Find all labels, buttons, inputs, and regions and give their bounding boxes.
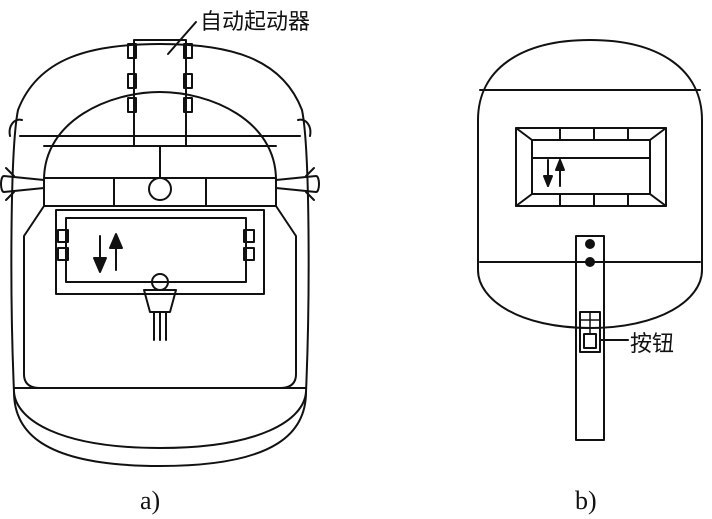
auto-starter-label: 自动起动器 xyxy=(200,10,311,35)
button-label: 按钮 xyxy=(630,332,675,357)
helmet-a-band-knob xyxy=(148,177,172,201)
auto-starter-box xyxy=(133,39,187,147)
helmet-b xyxy=(477,39,703,441)
helmet-a-bib xyxy=(13,391,307,467)
helmet-a-left-clip xyxy=(8,118,23,137)
helmet-a-band xyxy=(43,177,277,207)
helmet-a-lens-frame xyxy=(55,209,265,295)
caption-b: b) xyxy=(575,486,597,515)
helmet-a-light-arrows xyxy=(93,233,123,273)
helmet-b-window-outer xyxy=(515,127,667,207)
helmet-a-right-clip xyxy=(297,118,312,137)
helmet-a-outer-shell xyxy=(10,43,310,449)
helmet-a-face xyxy=(23,91,297,389)
helmet-b-handle xyxy=(575,235,605,441)
auto-starter-leader xyxy=(167,21,197,55)
helmet-a-lens xyxy=(65,217,247,283)
helmet-a-left-hinge xyxy=(0,167,45,201)
helmet-b-shield xyxy=(477,39,703,329)
caption-a: a) xyxy=(140,486,161,515)
helmet-b-window-inner xyxy=(531,139,651,195)
helmet-b-light-arrows xyxy=(543,159,565,187)
helmet-a xyxy=(0,21,320,467)
helmet-a-right-hinge xyxy=(275,167,320,201)
